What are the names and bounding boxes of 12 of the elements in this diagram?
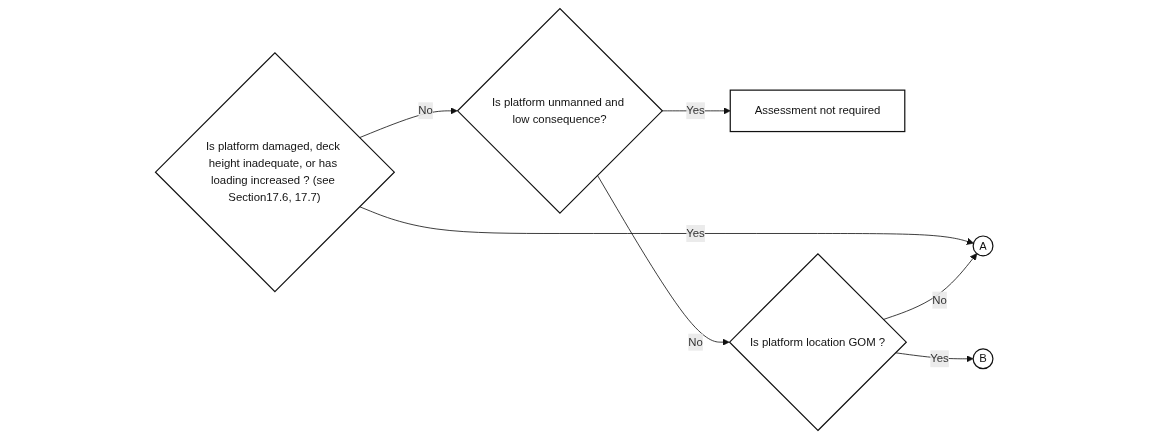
node-circle: A	[972, 235, 994, 257]
node-circle: B	[972, 348, 994, 370]
edge-label: Yes	[930, 351, 950, 365]
node-diamond: Is platform location GOM ?	[729, 252, 908, 432]
node-diamond: Is platform unmanned and low consequence?	[457, 7, 664, 215]
edge-label: No	[688, 335, 704, 349]
edge-label: No	[418, 103, 434, 117]
edge-label: Yes	[686, 103, 706, 117]
node-diamond: Is platform damaged, deck height inadequate, or has loading increased ? (see Section17.6, 17.7)	[154, 51, 396, 293]
node-box: Assessment not required	[729, 89, 906, 133]
edge-label: Yes	[686, 226, 706, 240]
edge-label: No	[932, 293, 948, 307]
